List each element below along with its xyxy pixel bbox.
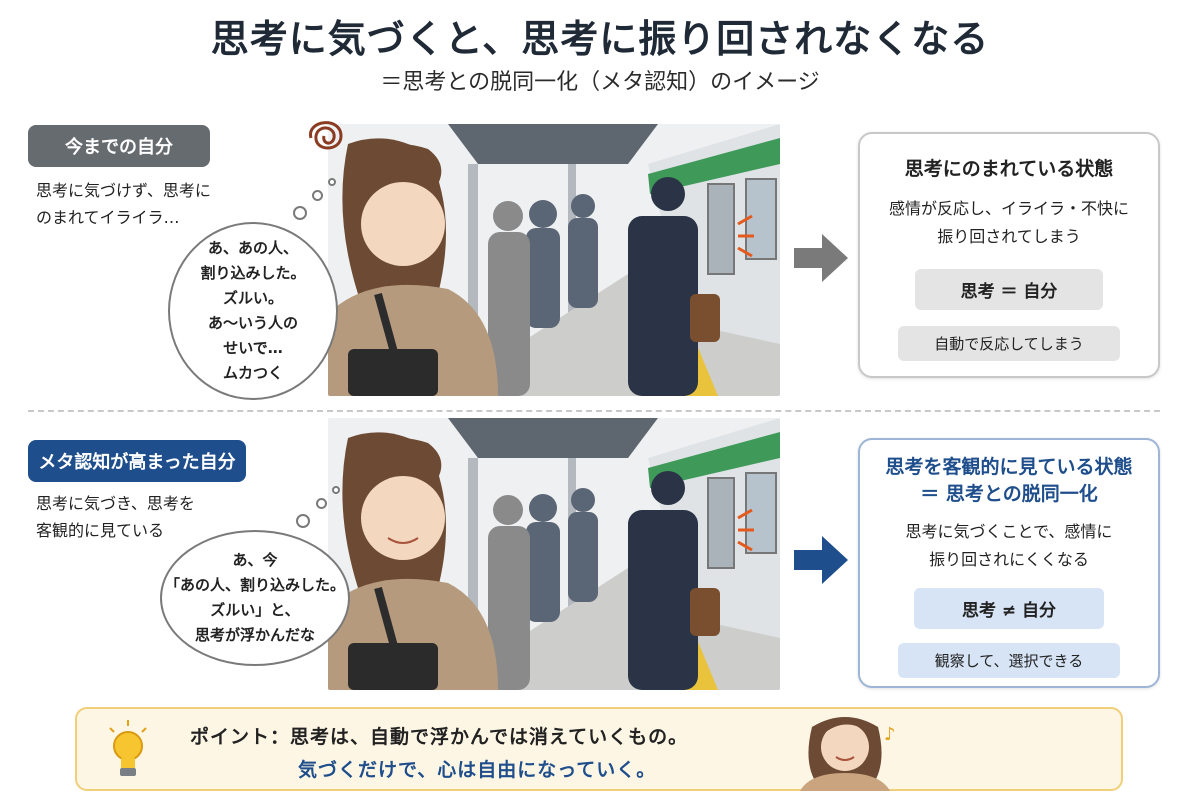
panel-title: 思考にのまれている状態	[904, 158, 1114, 180]
section-divider	[28, 410, 1160, 412]
station-scene	[328, 418, 780, 690]
description-line: 思考に気づき、思考を	[36, 494, 195, 513]
panel-text-line: 思考に気づくことで、感情に	[905, 522, 1113, 541]
scribble-stress-icon	[296, 108, 356, 168]
state-panel-after: 思考を客観的に見ている状態 ＝ 思考との脱同一化 思考に気づくことで、感情に 振…	[858, 438, 1160, 688]
thought-dot	[293, 206, 307, 220]
scene-before-illustration	[328, 124, 780, 396]
thought-dot	[312, 190, 323, 201]
bubble-line: ズルい。	[222, 289, 283, 307]
equation-pill: 思考 ＝ 自分	[915, 269, 1103, 310]
panel-text-line: 感情が反応し、イライラ・不快に	[888, 199, 1129, 218]
description-before: 思考に気づけず、思考に のまれてイライラ…	[36, 177, 246, 231]
bubble-line: あ〜いう人の	[207, 314, 298, 332]
thought-dot	[332, 486, 340, 494]
point-text-line1: ポイント：思考は、自動で浮かんでは消えていくもの。	[190, 726, 689, 748]
page-title: 思考に気づくと、思考に振り回されなくなる	[210, 17, 990, 61]
arrow-right-icon	[792, 228, 852, 288]
page-subtitle: ＝思考との脱同一化（メタ認知）のイメージ	[380, 70, 820, 95]
point-box	[75, 707, 1123, 791]
description-line: のまれてイライラ…	[36, 208, 180, 227]
panel-text-line: 振り回されにくくなる	[929, 550, 1089, 569]
point-text-line2: 気づくだけで、心は自由になっていく。	[298, 759, 657, 781]
bubble-line: あ、今	[232, 551, 278, 569]
bubble-line: ムカつく	[222, 364, 283, 382]
description-after: 思考に気づき、思考を 客観的に見ている	[36, 490, 246, 544]
bubble-line: ズルい」と、	[210, 601, 300, 619]
description-line: 客観的に見ている	[36, 521, 165, 540]
panel-text-line: 振り回されてしまう	[937, 227, 1081, 246]
arrow-right-icon	[792, 530, 852, 590]
thought-dot	[316, 498, 327, 509]
bubble-line: せいで…	[223, 339, 283, 357]
panel-text: 感情が反応し、イライラ・不快に 振り回されてしまう	[860, 195, 1158, 251]
music-note-icon: ♪	[884, 724, 896, 745]
note-pill: 自動で反応してしまう	[898, 326, 1120, 361]
thought-bubble-after: あ、今 「あの人、割り込みした。 ズルい」と、 思考が浮かんだな	[160, 530, 350, 666]
bubble-line: あ、あの人、	[207, 239, 298, 257]
panel-text: 思考に気づくことで、感情に 振り回されにくくなる	[860, 518, 1158, 574]
label-after: メタ認知が高まった自分	[28, 440, 246, 482]
bubble-line: 「あの人、割り込みした。	[164, 576, 345, 594]
thought-bubble-before: あ、あの人、 割り込みした。 ズルい。 あ〜いう人の せいで… ムカつく	[168, 222, 338, 400]
label-before: 今までの自分	[28, 125, 210, 167]
station-scene	[328, 124, 780, 396]
panel-title: 思考を客観的に見ている状態 ＝ 思考との脱同一化	[860, 454, 1158, 508]
equation-pill: 思考 ≠ 自分	[914, 588, 1104, 629]
note-pill: 観察して、選択できる	[898, 643, 1120, 678]
thought-dot	[296, 514, 310, 528]
woman-smiling-icon	[800, 709, 890, 791]
thought-dot	[328, 178, 336, 186]
panel-title-line: 思考を客観的に見ている状態	[885, 456, 1133, 478]
lightbulb-icon	[106, 718, 150, 782]
bubble-line: 思考が浮かんだな	[194, 626, 315, 644]
description-line: 思考に気づけず、思考に	[36, 181, 211, 200]
state-panel-before: 思考にのまれている状態 感情が反応し、イライラ・不快に 振り回されてしまう 思考…	[858, 132, 1160, 378]
scene-after-illustration	[328, 418, 780, 690]
bubble-line: 割り込みした。	[200, 264, 306, 282]
panel-title-line: ＝ 思考との脱同一化	[920, 483, 1098, 505]
